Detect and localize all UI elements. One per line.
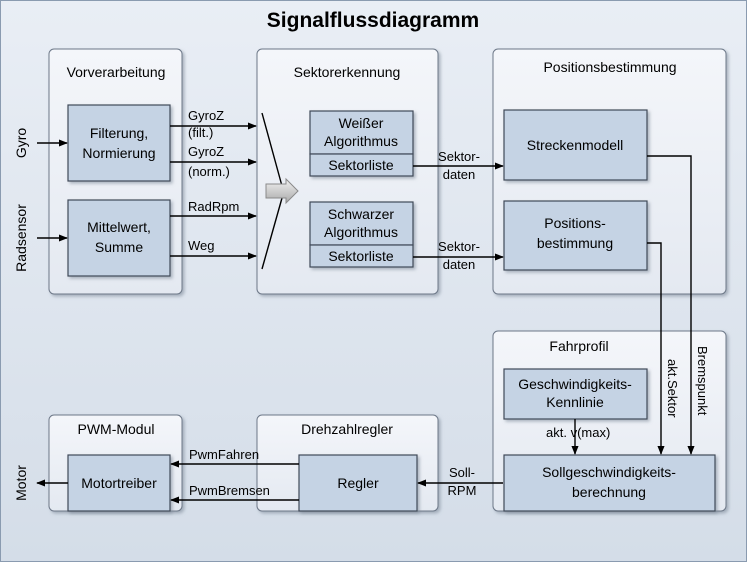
switch-symbol [261,112,283,270]
position-line1: Positions- [544,215,606,231]
streckenmodell-label: Streckenmodell [527,137,624,153]
label-gyroz-1: GyroZ [188,108,224,123]
label-akt-sektor: akt.Sektor [665,359,680,418]
header-sektorerkennung: Sektorerkennung [294,64,401,80]
weisser-line2: Algorithmus [324,133,398,149]
weisser-line1: Weißer [339,115,384,131]
block-weisser-algorithmus [309,110,414,155]
label-norm: (norm.) [188,164,230,179]
blocks [67,104,716,512]
mittelwert-line2: Summe [95,239,143,255]
label-sektordaten-1b: daten [443,167,476,182]
label-sektordaten-1a: Sektor- [438,149,480,164]
position-line2: bestimmung [537,235,613,251]
diagram-title: Signalflussdiagramm [267,9,479,32]
block-motortreiber [67,454,171,512]
label-sektordaten-2a: Sektor- [438,239,480,254]
header-drehzahlregler: Drehzahlregler [301,421,393,437]
block-streckenmodell [503,109,648,181]
arrow-akt-sektor [647,242,665,455]
header-fahrprofil: Fahrprofil [549,338,608,354]
label-rpm: RPM [448,483,477,498]
signal-arrows [36,122,695,504]
switch-line-bottom [261,197,283,270]
block-sollgeschwindigkeit [503,454,716,512]
arrow-bremspunkt [647,155,695,455]
switch-arrow-icon [265,177,299,205]
schwarzer-line2: Algorithmus [324,224,398,240]
label-filt: (filt.) [188,125,213,140]
block-mittelwert [67,199,171,277]
kennlinie-line1: Geschwindigkeits- [518,376,632,392]
block-schwarzer-algorithmus [309,201,414,246]
regler-label: Regler [337,475,379,491]
label-bremspunkt: Bremspunkt [695,346,710,416]
block-kennlinie [503,368,648,420]
sektorliste-2-label: Sektorliste [328,248,394,264]
block-sektorliste-1 [309,153,414,177]
filterung-line2: Normierung [82,145,155,161]
label-akt-vmax: akt. v(max) [546,425,610,440]
sektorliste-1-label: Sektorliste [328,157,394,173]
block-positionsbestimmung [503,200,648,271]
header-positionsbestimmung: Positionsbestimmung [543,59,676,75]
header-pwm-modul: PWM-Modul [77,421,154,437]
label-motor: Motor [13,465,29,501]
schwarzer-line1: Schwarzer [328,206,394,222]
header-vorverarbeitung: Vorverarbeitung [67,64,166,80]
block-sektorliste-2 [309,244,414,268]
mittelwert-line1: Mittelwert, [87,219,151,235]
label-sektordaten-2b: daten [443,257,476,272]
switch-line-top [261,112,283,187]
block-filterung [67,104,171,182]
block-regler [298,454,418,512]
label-radsensor: Radsensor [13,204,29,272]
berechnung-line1: Sollgeschwindigkeits- [542,464,676,480]
label-radrpm: RadRpm [188,199,239,214]
label-gyroz-2: GyroZ [188,144,224,159]
berechnung-line2: berechnung [572,484,646,500]
kennlinie-line2: Kennlinie [546,394,604,410]
label-pwm-fahren: PwmFahren [189,447,259,462]
label-soll: Soll- [449,465,475,480]
motortreiber-label: Motortreiber [81,475,157,491]
label-gyro: Gyro [13,128,29,159]
label-pwm-bremsen: PwmBremsen [189,483,270,498]
label-weg: Weg [188,238,215,253]
filterung-line1: Filterung, [90,125,148,141]
